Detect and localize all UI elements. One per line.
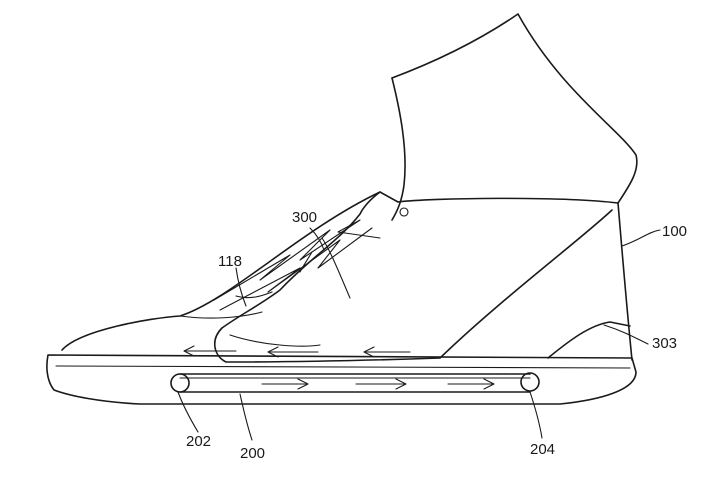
heel-line [547, 321, 631, 359]
label-200: 200 [240, 445, 265, 462]
sole-top-line [55, 365, 631, 369]
leg-back-line [391, 77, 406, 221]
label-118: 118 [218, 253, 242, 270]
label-303: 303 [652, 335, 677, 352]
label-202: 202 [186, 433, 211, 450]
sole [46, 354, 637, 405]
leg-outline [391, 13, 638, 204]
shoe-upper [61, 191, 633, 361]
toe-cap [179, 311, 263, 319]
upper-flow-arrows [183, 345, 411, 358]
label-204: 204 [530, 441, 555, 458]
label-100: 100 [662, 223, 687, 240]
eyelet [399, 207, 409, 217]
label-300: 300 [292, 209, 317, 226]
inlet-port [170, 373, 190, 393]
lower-flow-arrows [261, 378, 495, 390]
leader-lines [177, 227, 661, 441]
tongue [221, 191, 381, 329]
foot-region-outline [214, 209, 613, 363]
outlet-port [520, 372, 540, 392]
foot-region-inner [229, 334, 321, 347]
tube [170, 372, 540, 393]
laces [213, 219, 381, 311]
